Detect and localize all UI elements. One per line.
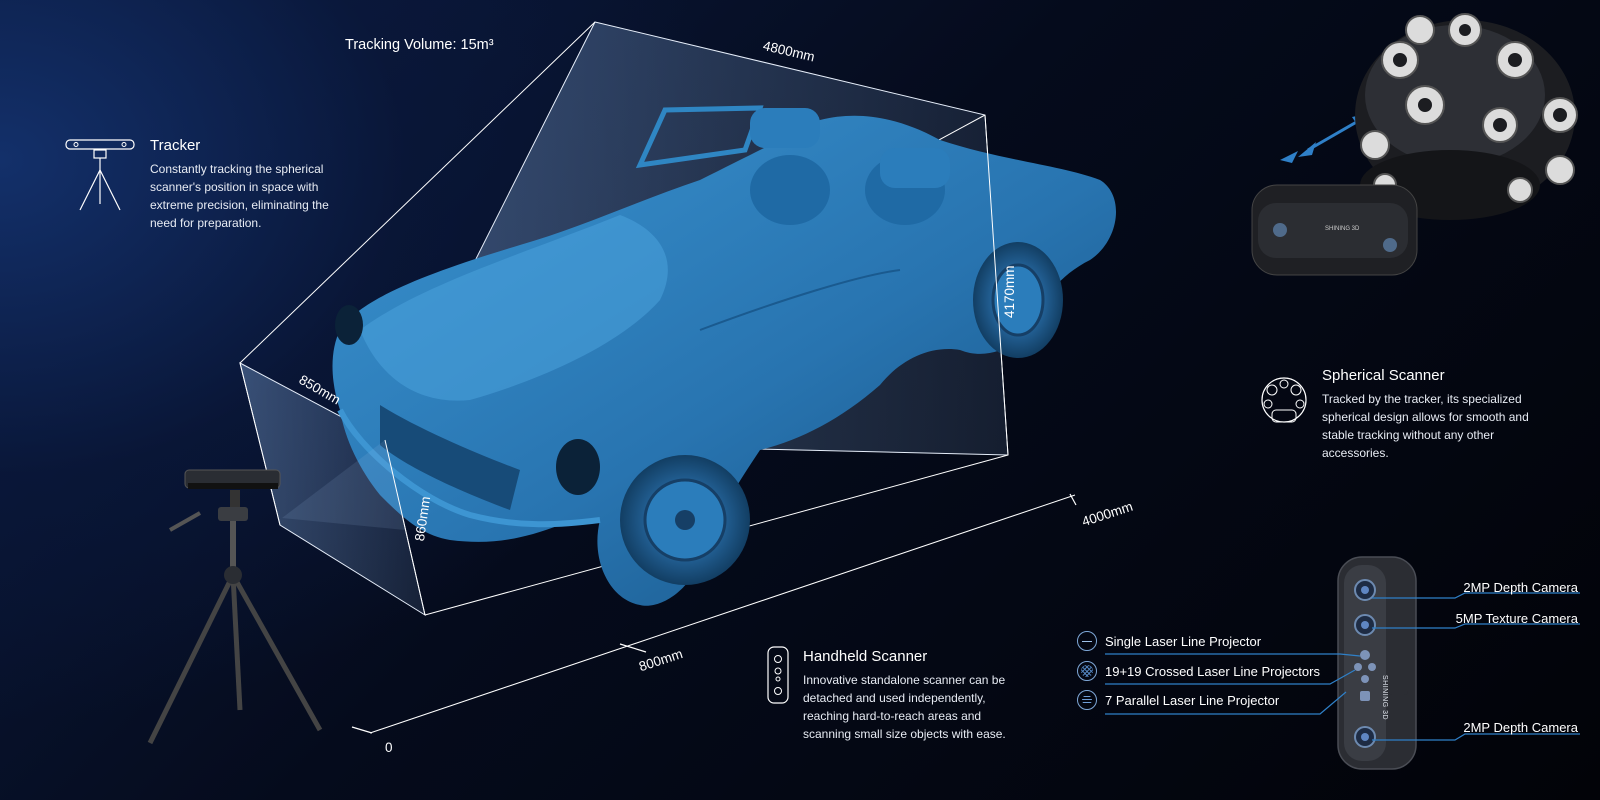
spherical-scanner-icon [1261, 377, 1307, 423]
tracker-block: Tracker Constantly tracking the spherica… [150, 137, 350, 232]
spherical-scanner-title: Spherical Scanner [1322, 367, 1445, 384]
handheld-scanner-description: Innovative standalone scanner can be det… [803, 673, 1006, 741]
spherical-scanner-description: Tracked by the tracker, its specialized … [1322, 392, 1529, 460]
callout-depth-camera-bottom: 2MP Depth Camera [1463, 720, 1578, 735]
handheld-scanner-title: Handheld Scanner [803, 648, 928, 665]
dim-origin: 0 [385, 740, 393, 755]
handheld-scanner-icon [767, 646, 789, 704]
feature-parallel-laser: 7 Parallel Laser Line Projector [1077, 690, 1279, 710]
handheld-scanner-image [1337, 556, 1417, 770]
device-brand-small: SHINING 3D [1325, 226, 1360, 232]
car-scan-model [332, 105, 1117, 606]
feature-crossed-laser: 19+19 Crossed Laser Line Projectors [1077, 661, 1320, 681]
handheld-scanner-block: Handheld Scanner Innovative standalone s… [803, 648, 1033, 743]
crossed-lines-icon [1077, 661, 1097, 681]
spherical-scanner-block: Spherical Scanner Tracked by the tracker… [1322, 367, 1562, 462]
feature-label: 7 Parallel Laser Line Projector [1105, 692, 1280, 708]
single-line-icon [1077, 631, 1097, 651]
device-brand-label: SHINING 3D [1381, 675, 1388, 721]
parallel-lines-icon [1077, 690, 1097, 710]
callout-depth-camera-top: 2MP Depth Camera [1463, 580, 1578, 595]
callout-texture-camera: 5MP Texture Camera [1455, 611, 1578, 626]
tracker-description: Constantly tracking the spherical scanne… [150, 162, 329, 230]
tripod-tracker-icon [65, 139, 135, 211]
tracking-volume-label: Tracking Volume: 15m³ [345, 37, 494, 53]
dim-right-height: 4170mm [1002, 265, 1017, 318]
feature-single-laser: Single Laser Line Projector [1077, 631, 1261, 651]
feature-label: Single Laser Line Projector [1105, 633, 1262, 649]
feature-label: 19+19 Crossed Laser Line Projectors [1105, 663, 1320, 679]
spherical-scanner-image: SHINING 3D [1251, 13, 1578, 276]
tracker-title: Tracker [150, 137, 201, 154]
tracker-tripod-image [147, 469, 323, 745]
